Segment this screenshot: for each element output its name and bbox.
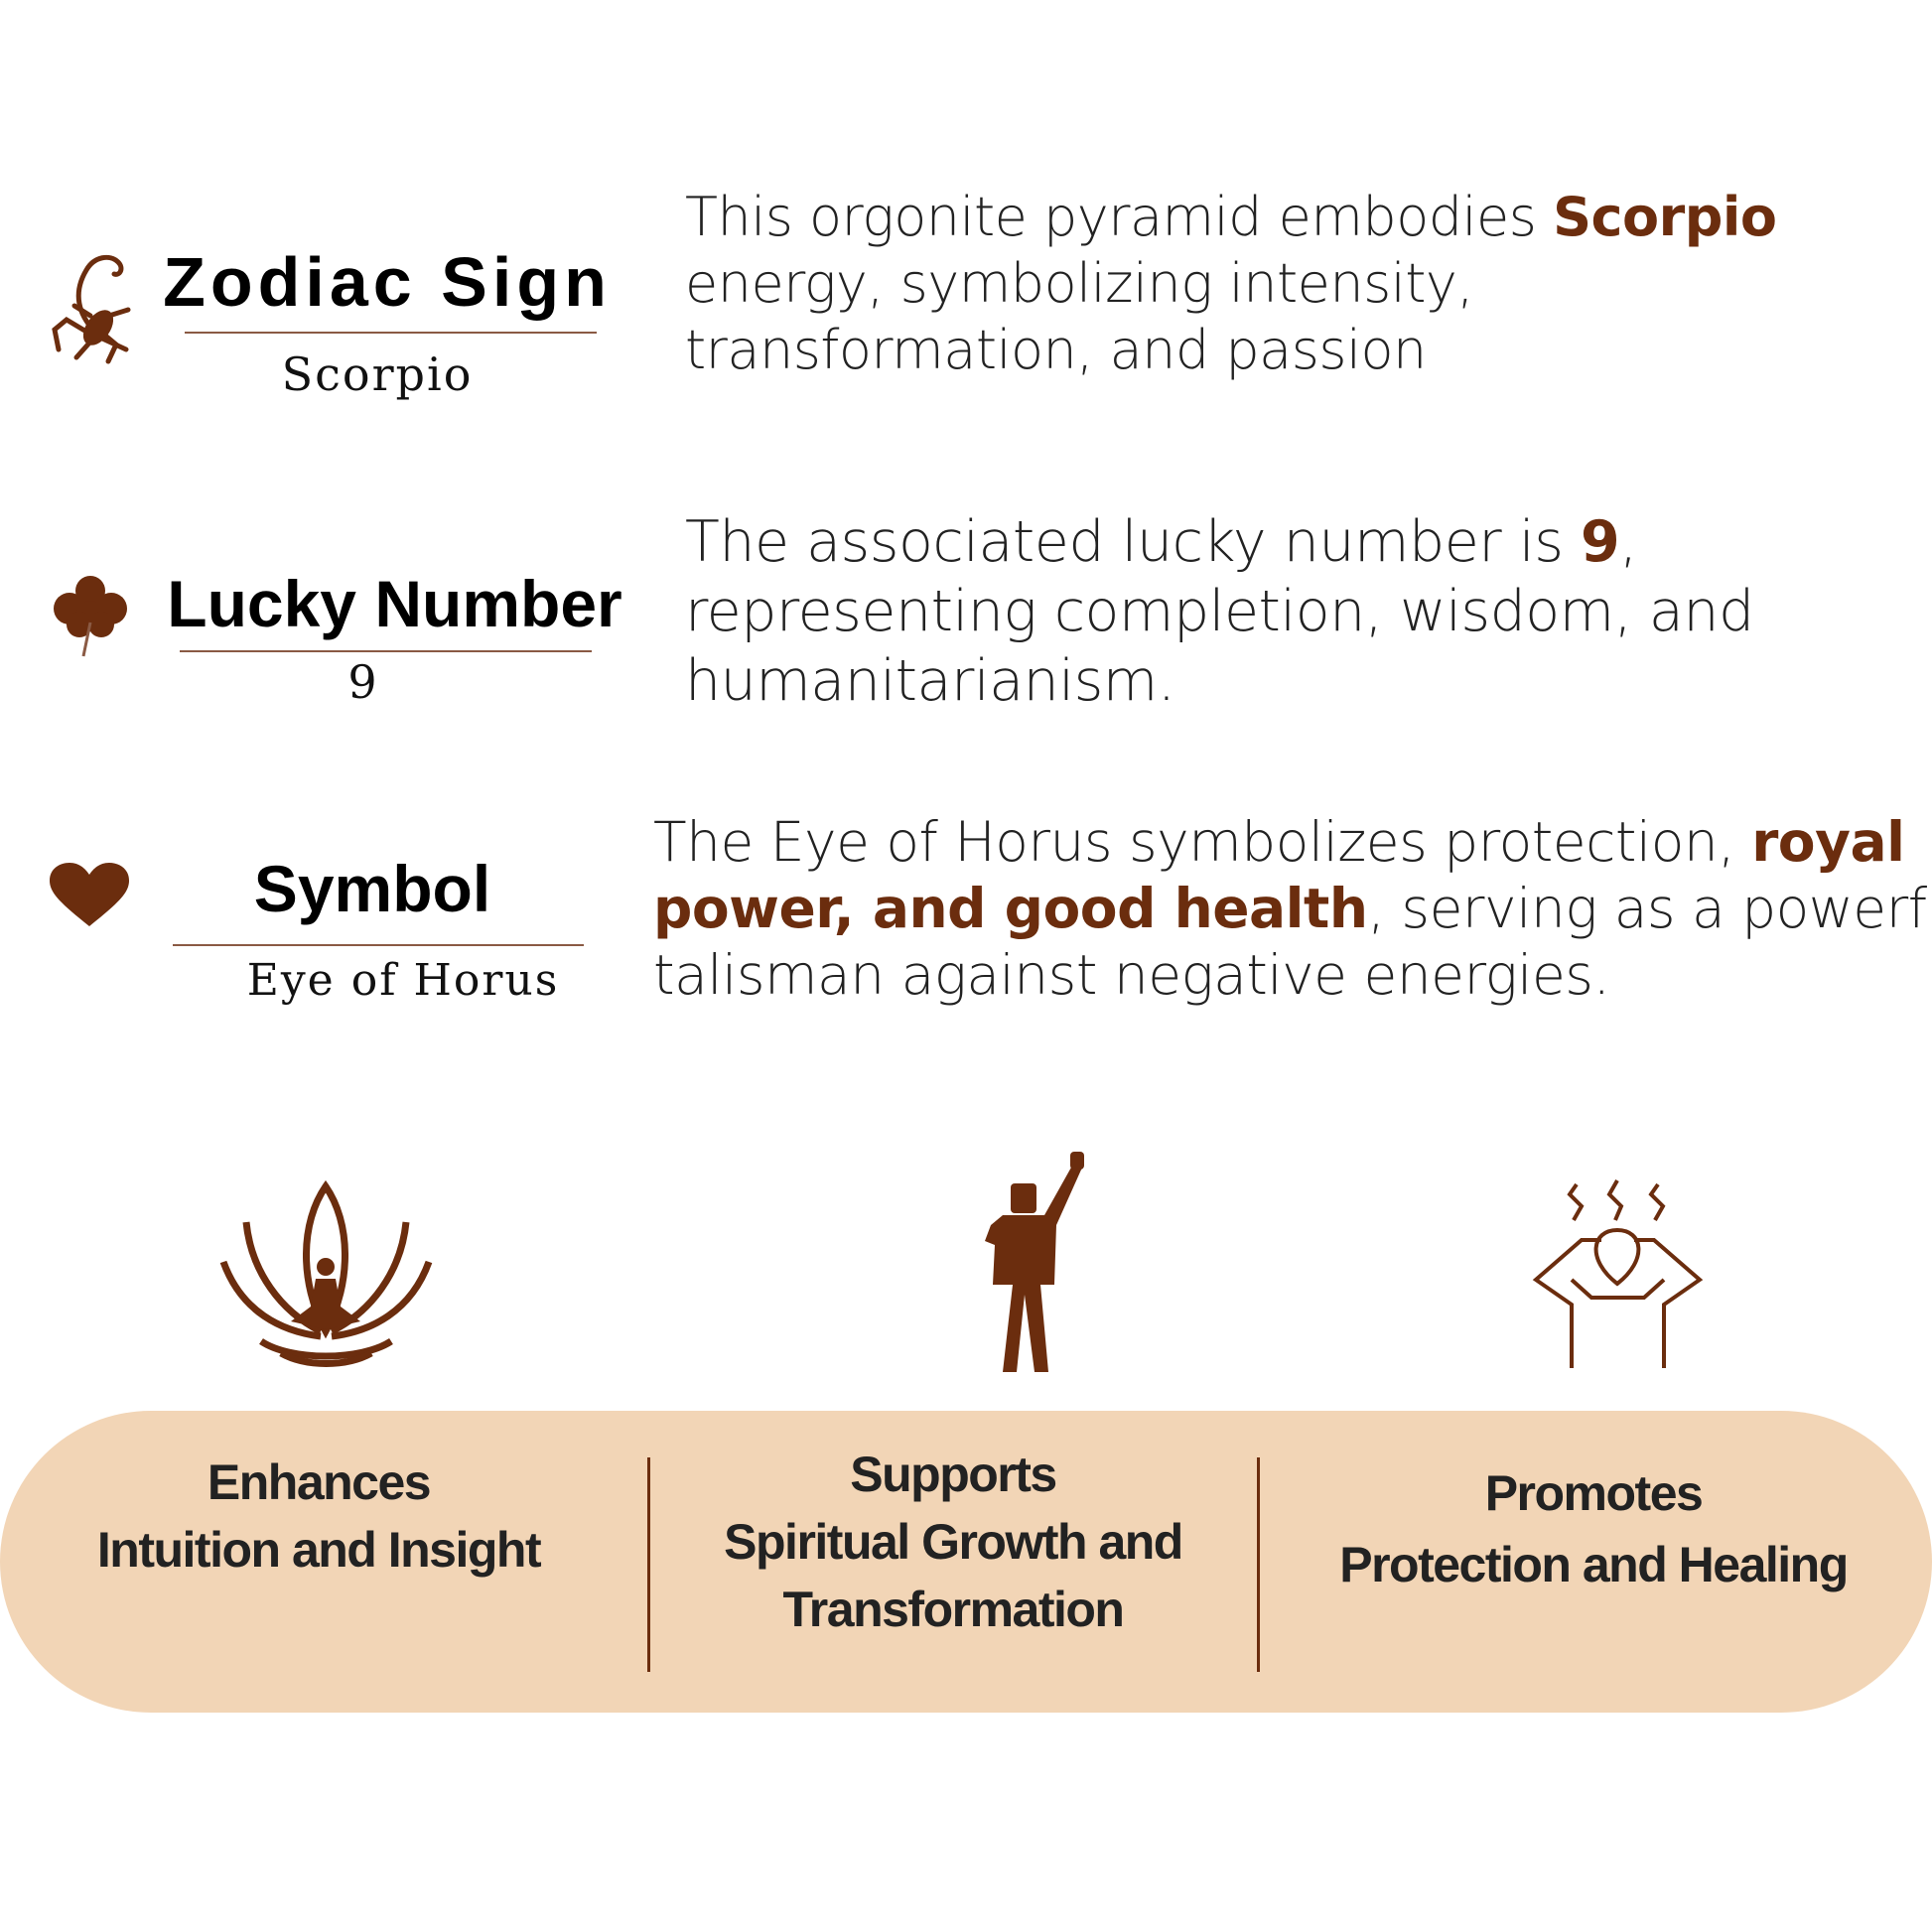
desc-text: , (1619, 509, 1637, 575)
desc-text: The associated lucky number is (685, 509, 1582, 575)
desc-text: humanitarianism. (685, 648, 1175, 714)
lucky-number-value: 9 (347, 655, 377, 709)
headache-relief-icon (1532, 1179, 1704, 1368)
benefit-line: Intuition and Insight (96, 1522, 542, 1578)
lucky-number-title: Lucky Number (167, 567, 622, 640)
benefit-line: Enhances (207, 1454, 432, 1510)
benefit-line: Promotes (1484, 1465, 1704, 1521)
benefit-line: Spiritual Growth and (724, 1514, 1183, 1570)
zodiac-description: This orgonite pyramid embodies Scorpio e… (685, 184, 1777, 383)
benefit-divider (1257, 1457, 1260, 1672)
lucky-number-description: The associated lucky number is 9, repres… (685, 507, 1754, 716)
desc-highlight: Scorpio (1553, 186, 1777, 248)
lucky-number-divider-rule (180, 650, 592, 652)
benefit-protection: Promotes Protection and Healing (1271, 1457, 1916, 1600)
lotus-meditation-icon (219, 1179, 433, 1367)
benefits-banner (0, 1411, 1932, 1713)
clover-icon (54, 576, 127, 657)
benefit-spiritual-growth: Supports Spiritual Growth and Transforma… (655, 1441, 1251, 1643)
scorpion-icon (52, 254, 131, 364)
desc-text: representing completion, wisdom, and (685, 579, 1754, 644)
symbol-title: Symbol (253, 852, 491, 925)
desc-highlight: 9 (1581, 509, 1620, 575)
symbol-value: Eye of Horus (246, 955, 560, 1006)
desc-text: , serving as a powerful (1367, 877, 1932, 940)
heart-icon (50, 863, 129, 926)
zodiac-divider-rule (185, 332, 597, 334)
zodiac-sign-value: Scorpio (281, 347, 474, 401)
symbol-description: The Eye of Horus symbolizes protection, … (653, 809, 1932, 1009)
benefit-line: Protection and Healing (1339, 1537, 1849, 1592)
benefit-line: Transformation (782, 1582, 1125, 1637)
raised-fist-person-icon (985, 1152, 1084, 1372)
desc-text: talisman against negative energies. (653, 943, 1610, 1007)
benefit-divider (647, 1457, 650, 1672)
desc-highlight: royal (1751, 810, 1905, 874)
zodiac-sign-title: Zodiac Sign (163, 243, 612, 321)
desc-text: The Eye of Horus symbolizes protection, (653, 810, 1752, 874)
desc-text: This orgonite pyramid embodies (685, 186, 1554, 248)
benefit-line: Supports (850, 1447, 1057, 1502)
symbol-divider-rule (173, 944, 584, 946)
desc-highlight: power, and good health (653, 877, 1368, 940)
benefit-intuition: Enhances Intuition and Insight (21, 1449, 617, 1584)
desc-text: transformation, and passion (685, 319, 1427, 381)
desc-text: energy, symbolizing intensity, (685, 252, 1474, 315)
